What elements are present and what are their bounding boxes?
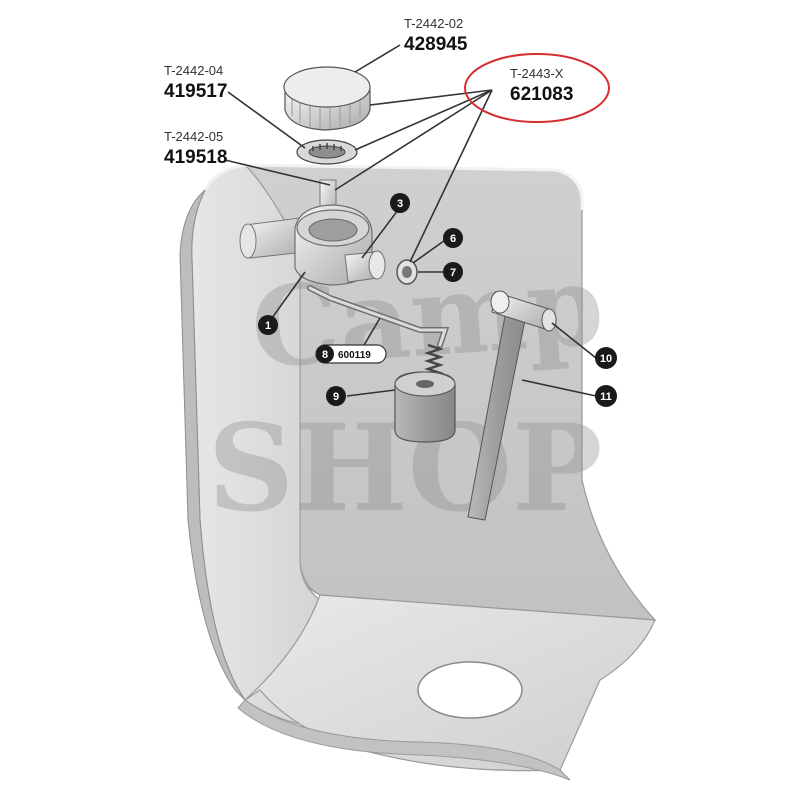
leader-428945 (354, 44, 401, 73)
callout-8-text: 8 (322, 349, 328, 361)
callout-1: 1 (258, 315, 278, 335)
callout-10-text: 10 (600, 353, 612, 365)
leader-1 (271, 271, 306, 319)
overflow-tee-end-left (490, 290, 510, 314)
callout-9: 9 (326, 386, 346, 406)
overflow-tee-end-right (541, 308, 557, 332)
callout-11: 11 (595, 385, 617, 407)
label-419517: T-2442-04 419517 (164, 63, 227, 102)
callout-10: 10 (595, 347, 617, 369)
label-419517-partno: 419517 (164, 81, 227, 102)
cap-ridges (291, 96, 361, 129)
callout-1-text: 1 (265, 320, 271, 332)
leader-621083-c (334, 89, 493, 191)
washer-teeth (312, 143, 342, 151)
inlet-pipe-end (239, 223, 257, 259)
leader-621083-d (409, 89, 493, 263)
callout-6-text: 6 (450, 233, 456, 245)
tank-rim (203, 163, 584, 211)
label-428945-code: T-2442-02 (404, 16, 463, 31)
highlight-ellipse (464, 53, 610, 123)
callout-8: 8 600119 (315, 344, 387, 364)
label-428945: T-2442-02 428945 (404, 16, 468, 55)
float-top-hole (416, 380, 434, 388)
callout-3-text: 3 (397, 198, 403, 210)
leader-11 (521, 379, 597, 397)
label-419518-partno: 419518 (164, 147, 227, 168)
linkage-arm-highlight (308, 286, 448, 347)
drain-hole (417, 661, 523, 719)
callout-7-text: 7 (450, 267, 456, 279)
leader-10 (551, 322, 597, 359)
label-621083-code: T-2443-X (510, 66, 564, 81)
callout-9-text: 9 (333, 391, 339, 403)
callout-7: 7 (443, 262, 463, 282)
valve-outlet-end (368, 250, 386, 280)
cap-top (283, 66, 371, 108)
tank-inner-line (299, 250, 321, 596)
label-419517-code: T-2442-04 (164, 63, 223, 78)
callout-6: 6 (443, 228, 463, 248)
fill-valve-assembly (239, 179, 557, 521)
leader-621083-a (369, 89, 493, 106)
exploded-parts (283, 66, 371, 165)
leader-6 (412, 237, 449, 264)
label-419518: T-2442-05 419518 (164, 129, 227, 168)
tank-edge (179, 189, 246, 701)
label-621083-partno: 621083 (510, 84, 573, 105)
callout-11-text: 11 (600, 391, 612, 403)
label-428945-partno: 428945 (404, 34, 468, 55)
label-621083: T-2443-X 621083 (464, 53, 610, 123)
tank-floor-lip (237, 699, 571, 781)
callout-3: 3 (390, 193, 410, 213)
leader-3 (361, 209, 399, 259)
leader-9 (346, 389, 396, 397)
label-419518-code: T-2442-05 (164, 129, 223, 144)
callout-8-pill-text: 600119 (338, 350, 371, 361)
seal-ring-inner (402, 266, 412, 278)
leader-419518 (224, 159, 331, 186)
valve-top-inner (308, 218, 358, 242)
leader-419517 (227, 91, 306, 149)
